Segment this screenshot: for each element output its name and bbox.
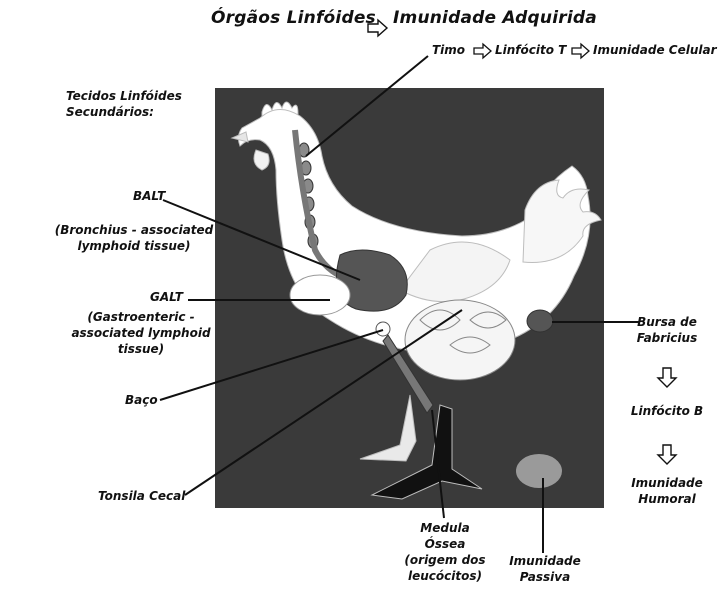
humoral-line2: Humoral [622,491,712,507]
passiva-line2: Passiva [505,569,585,585]
galt-name: GALT [150,289,183,305]
label-imunidade-celular: Imunidade Celular [593,42,717,58]
humoral-line1: Imunidade [622,475,712,491]
secondary-tissues-line1: Tecidos Linfóides [66,88,182,104]
balt-desc-line2: lymphoid tissue) [44,238,224,254]
galt-desc-line1: (Gastroenteric - [56,309,226,325]
label-timo: Timo [432,42,465,58]
galt-desc-line3: tissue) [56,341,226,357]
label-linfocito-b: Linfócito B [622,403,712,419]
secondary-tissues-line2: Secundários: [66,104,154,120]
medula-line3: (origem dos [395,552,495,568]
title-left: Órgãos Linfóides [211,8,376,28]
balt-desc-line1: (Bronchius - associated [44,222,224,238]
title-right: Imunidade Adquirida [393,8,597,28]
label-tonsila-cecal: Tonsila Cecal [98,488,185,504]
passiva-line1: Imunidade [505,553,585,569]
bursa-line1: Bursa de [622,314,712,330]
bursa-down-arrow-icon-2 [658,445,676,464]
medula-line4: leucócitos) [395,568,495,584]
thymus-right-arrow-icon-2 [572,44,589,58]
medula-line1: Medula [395,520,495,536]
galt-desc-line2: associated lymphoid [56,325,226,341]
thymus-right-arrow-icon-1 [474,44,491,58]
balt-name: BALT [133,188,165,204]
bursa-line2: Fabricius [622,330,712,346]
label-baco: Baço [125,392,158,408]
bursa-down-arrow-icon-1 [658,368,676,387]
label-linfocito-t: Linfócito T [495,42,566,58]
egg [516,454,562,488]
medula-line2: Óssea [395,536,495,552]
